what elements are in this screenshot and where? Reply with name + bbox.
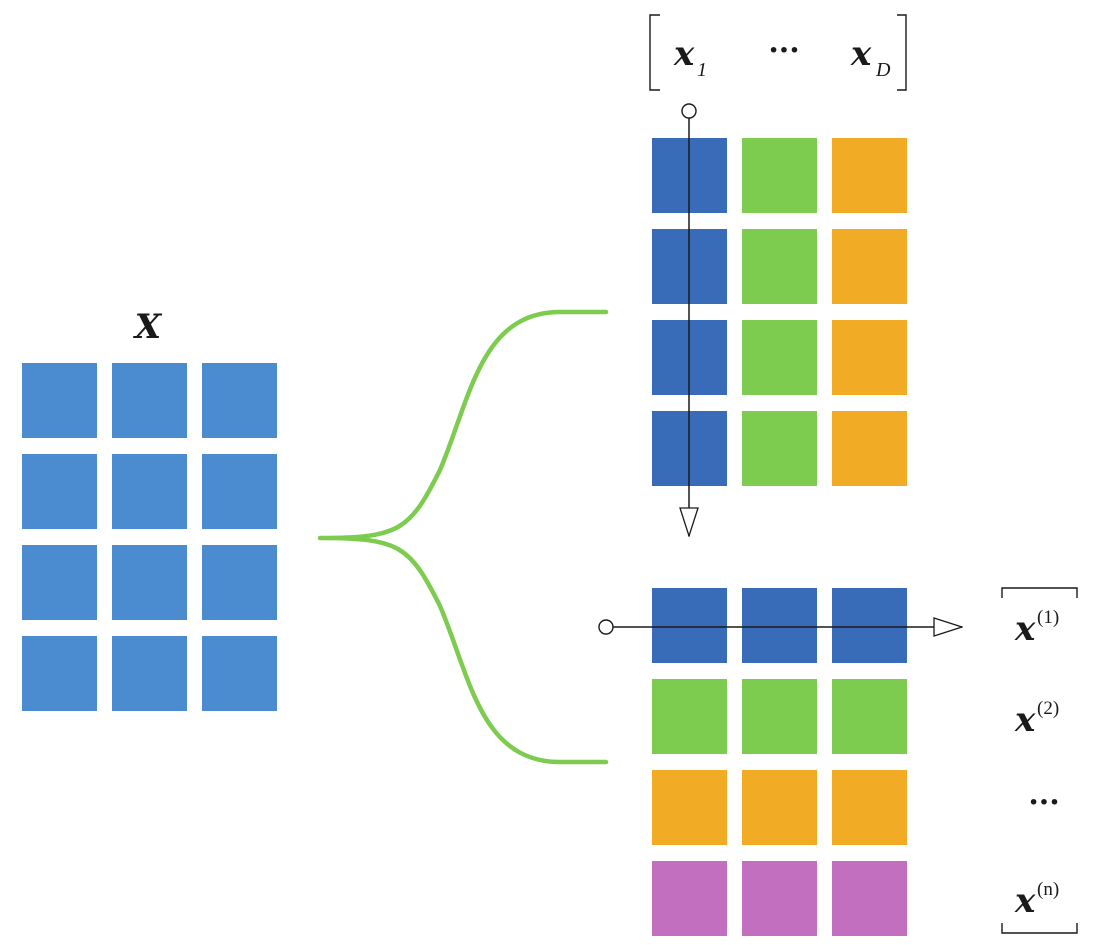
row-view-cell-r1-c2	[742, 588, 817, 663]
row-view-cell-r4-c2	[742, 861, 817, 936]
matrix-cell-r1-c2	[112, 363, 187, 438]
row-label-4: x	[1014, 881, 1036, 921]
row-bracket-top	[1001, 587, 1078, 598]
column-view-cell-r4-c2	[742, 411, 817, 486]
row-vector-bracket: x(1)x(2)···x(n)	[1001, 587, 1078, 934]
row-view-cell-r3-c1	[652, 770, 727, 845]
row-view-cell-r2-c2	[742, 679, 817, 754]
row-arrow-origin	[598, 619, 614, 635]
row-label-2-superscript: (2)	[1037, 698, 1059, 719]
column-label-first: x	[673, 34, 695, 74]
row-bracket-bottom	[1001, 923, 1078, 934]
column-view-cell-r4-c3	[832, 411, 907, 486]
column-view-cell-r1-c2	[742, 138, 817, 213]
row-label-1: x	[1014, 609, 1036, 649]
row-view-cell-r1-c1	[652, 588, 727, 663]
row-view-cell-r3-c2	[742, 770, 817, 845]
right-bracket	[897, 14, 907, 91]
row-view-grid	[652, 588, 907, 936]
column-view-cell-r2-c3	[832, 229, 907, 304]
row-view-cell-r1-c3	[832, 588, 907, 663]
row-view-cell-r2-c1	[652, 679, 727, 754]
matrix-cell-r1-c3	[202, 363, 277, 438]
row-view-cell-r2-c3	[832, 679, 907, 754]
column-traversal-arrow	[681, 103, 697, 536]
row-view-cell-r4-c1	[652, 861, 727, 936]
row-traversal-arrow	[598, 619, 962, 635]
column-view-cell-r2-c2	[742, 229, 817, 304]
row-view-cell-r4-c3	[832, 861, 907, 936]
column-view-grid	[652, 138, 907, 486]
left-bracket	[649, 14, 660, 91]
matrix-cell-r2-c2	[112, 454, 187, 529]
column-vector-bracket: x 1 ··· x D	[649, 14, 907, 91]
row-label-ellipsis: ···	[1028, 785, 1059, 820]
matrix-cell-r3-c1	[22, 545, 97, 620]
column-label-last-sub: D	[875, 59, 891, 81]
data-matrix-grid	[22, 363, 277, 711]
matrix-cell-r4-c1	[22, 636, 97, 711]
split-brace	[317, 309, 609, 765]
matrix-cell-r4-c3	[202, 636, 277, 711]
column-view-cell-r3-c2	[742, 320, 817, 395]
column-label-ellipsis: ···	[768, 33, 799, 68]
matrix-cell-r3-c2	[112, 545, 187, 620]
matrix-cell-r4-c2	[112, 636, 187, 711]
column-view-cell-r3-c3	[832, 320, 907, 395]
column-label-last: x	[850, 34, 872, 74]
matrix-cell-r1-c1	[22, 363, 97, 438]
row-label-2: x	[1014, 700, 1036, 740]
column-arrow-origin	[681, 103, 697, 119]
matrix-cell-r2-c1	[22, 454, 97, 529]
matrix-label: X	[133, 307, 163, 347]
row-label-4-superscript: (n)	[1037, 879, 1059, 900]
column-view-cell-r1-c3	[832, 138, 907, 213]
row-label-1-superscript: (1)	[1037, 607, 1059, 628]
matrix-cell-r2-c3	[202, 454, 277, 529]
row-view-cell-r3-c3	[832, 770, 907, 845]
column-label-first-sub: 1	[697, 59, 707, 81]
matrix-cell-r3-c3	[202, 545, 277, 620]
